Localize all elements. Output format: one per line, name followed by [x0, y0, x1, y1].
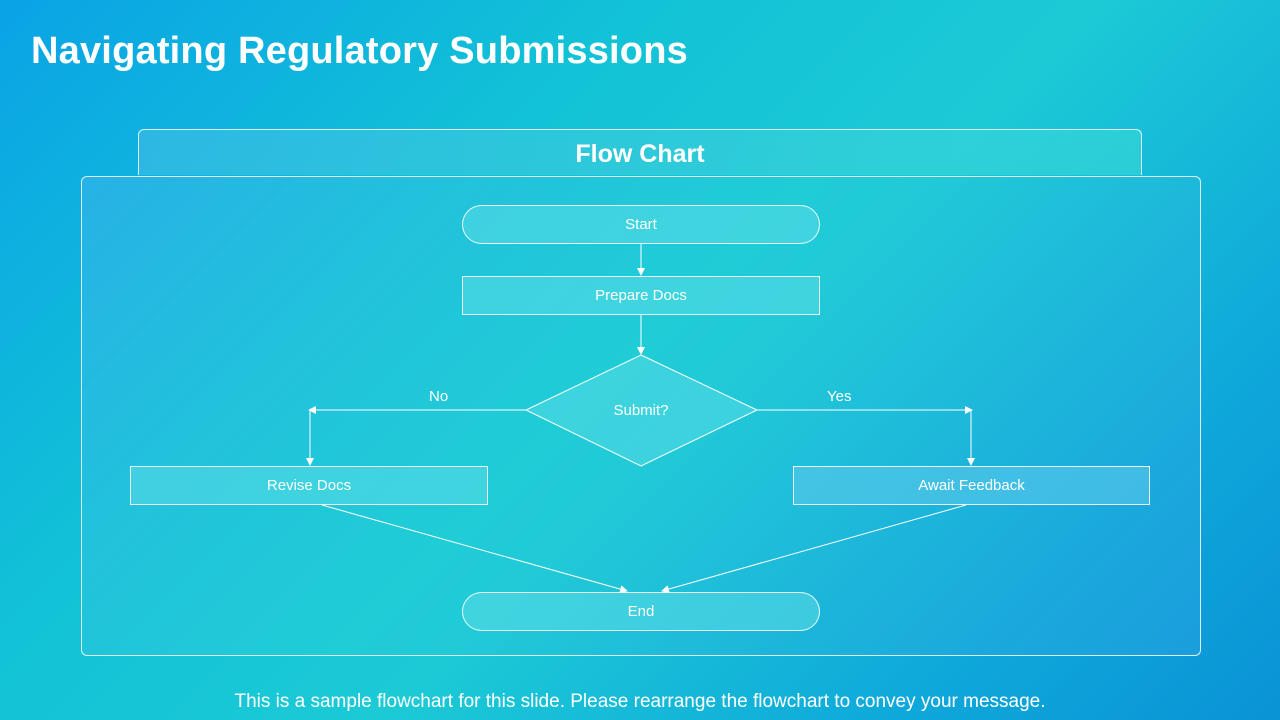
- slide-title: Navigating Regulatory Submissions: [31, 30, 688, 72]
- node-end: End: [462, 592, 820, 631]
- node-await-feedback: Await Feedback: [793, 466, 1150, 505]
- footer-note: This is a sample flowchart for this slid…: [234, 691, 1046, 712]
- edge-revise-to-end: [321, 504, 628, 593]
- flowchart-header-label: Flow Chart: [575, 140, 705, 168]
- flowchart-header: Flow Chart: [138, 129, 1142, 175]
- branch-label-no: No: [429, 388, 449, 405]
- edge-decision-to-revise: [306, 409, 526, 466]
- branch-label-yes: Yes: [827, 388, 852, 405]
- node-prepare-docs: Prepare Docs: [462, 276, 820, 315]
- edge-decision-to-await: [757, 409, 975, 466]
- decision-diamond: [524, 354, 759, 467]
- node-revise-docs: Revise Docs: [130, 466, 488, 505]
- node-start: Start: [462, 205, 820, 244]
- edge-await-to-end: [661, 504, 967, 593]
- node-decision-label: Submit?: [613, 401, 669, 419]
